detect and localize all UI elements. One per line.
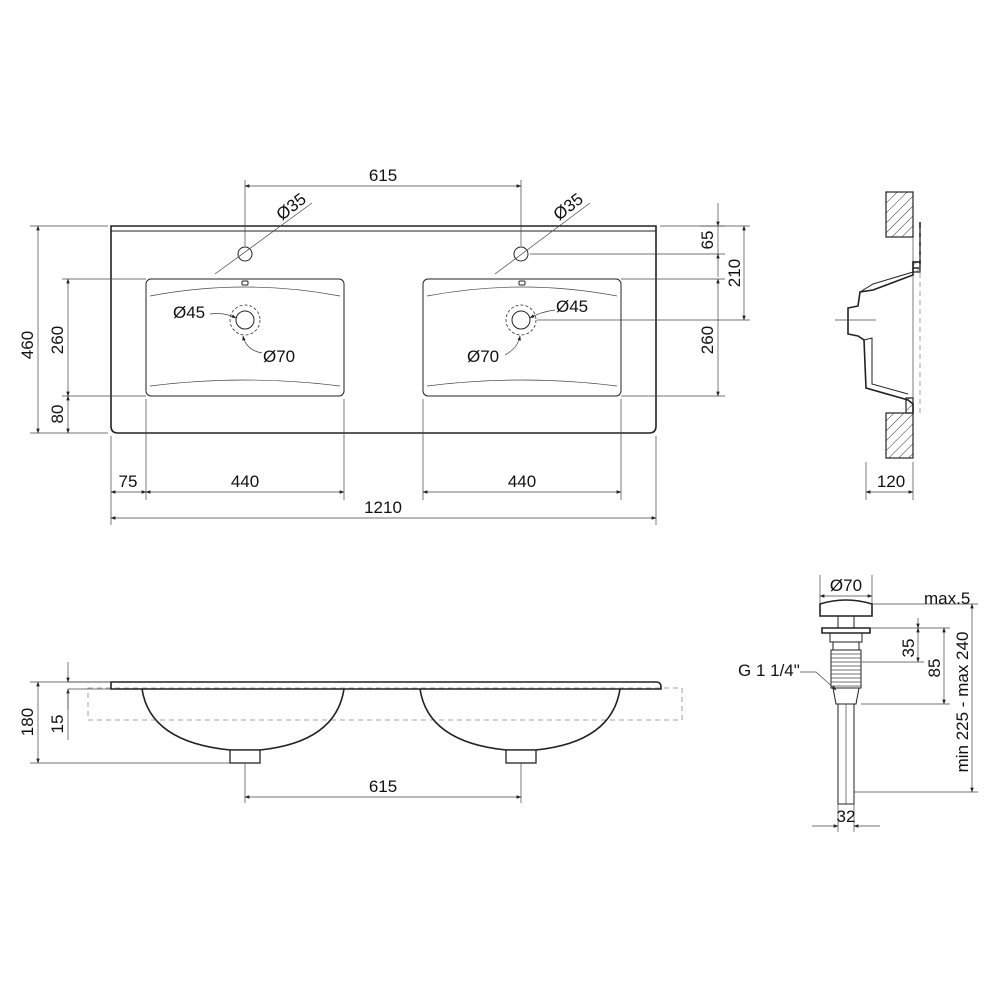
tap-hole-left: [237, 246, 253, 262]
left-bowl: [145, 246, 345, 397]
dim-top-thickness-label: 15: [48, 715, 67, 734]
dim-bowl-width-left-label: 440: [231, 472, 259, 491]
dim-drain-spacing-front-label: 615: [369, 777, 397, 796]
dim-overall-width-label: 1210: [364, 498, 402, 517]
left-bowl-front: [141, 688, 345, 751]
drain-front-right: [505, 749, 537, 764]
top-view: 615 Ø35 Ø35 Ø45 Ø70 Ø45 Ø70: [18, 166, 750, 525]
drain-total-length-label: min 225 - max 240: [953, 632, 972, 773]
dim-bowl-width-right-label: 440: [508, 472, 536, 491]
dim-drain-left-label: Ø45: [173, 303, 205, 322]
tap-hole-right: [513, 246, 529, 262]
drain-outer-left: [229, 304, 261, 336]
dim-drain-right-label: Ø45: [556, 297, 588, 316]
dim-bowl-depth-right-label: 260: [698, 326, 717, 354]
wall-top-block: [885, 191, 914, 238]
dim-right-vertical: 65 210 260: [530, 203, 750, 397]
drain-hole-right: [511, 310, 531, 330]
dim-overall-depth-label: 460: [18, 331, 37, 359]
drain-body-height-label: 85: [925, 659, 944, 678]
drain-outer-right: [505, 304, 537, 336]
dim-drain-right-outer-label: Ø70: [467, 347, 499, 366]
drain-flange: [821, 627, 871, 634]
dim-tap-offset-label: 65: [698, 231, 717, 250]
dim-left-vertical: 460 260 80: [18, 225, 146, 434]
dim-front-edge-label: 80: [48, 405, 67, 424]
right-bowl: [422, 246, 622, 397]
dim-left-margin-label: 75: [119, 472, 138, 491]
drain-thread-label: G 1 1/4": [738, 661, 800, 680]
dim-tap-hole-left-label: Ø35: [273, 189, 310, 224]
drain-valve-detail: Ø70 32 G 1 1/4": [738, 575, 978, 832]
dim-tap-hole-left: Ø35: [214, 189, 313, 275]
drain-front-left: [229, 749, 261, 764]
dim-tap-spacing: 615: [244, 166, 522, 246]
drain-cap-gap-label: max.5: [924, 589, 970, 608]
drain-pipe-diameter-label: 32: [837, 807, 856, 826]
drain-thread: [830, 649, 862, 689]
dim-side-depth-label: 120: [877, 472, 905, 491]
dim-bowl-depth-left-label: 260: [48, 326, 67, 354]
dim-bottom-horizontal: 75 440 440 1210: [110, 399, 657, 525]
dim-drain-left: Ø45 Ø70: [173, 303, 295, 366]
drain-hole-left: [235, 310, 255, 330]
dim-drain-left-outer-label: Ø70: [263, 347, 295, 366]
cabinet-outline-dashed: [87, 687, 683, 721]
front-view: 180 15 615: [18, 662, 683, 803]
dim-drain-right: Ø45 Ø70: [467, 297, 588, 366]
dim-tap-hole-right: Ø35: [494, 189, 591, 275]
drain-cap-diameter-label: Ø70: [830, 576, 862, 595]
washbasin-top-outline: [110, 225, 657, 434]
dim-drain-offset-label: 210: [725, 259, 744, 287]
side-section-view: 120: [835, 191, 921, 500]
right-bowl-front: [419, 688, 621, 751]
washbasin-front-top: [110, 681, 662, 690]
drain-cap: [819, 599, 873, 617]
drain-cap-height-label: 35: [899, 639, 918, 658]
wall-bottom-block: [885, 412, 914, 459]
basin-section-profile: [847, 222, 921, 413]
dim-height-total-label: 180: [18, 708, 37, 736]
dim-tap-spacing-label: 615: [369, 166, 397, 185]
